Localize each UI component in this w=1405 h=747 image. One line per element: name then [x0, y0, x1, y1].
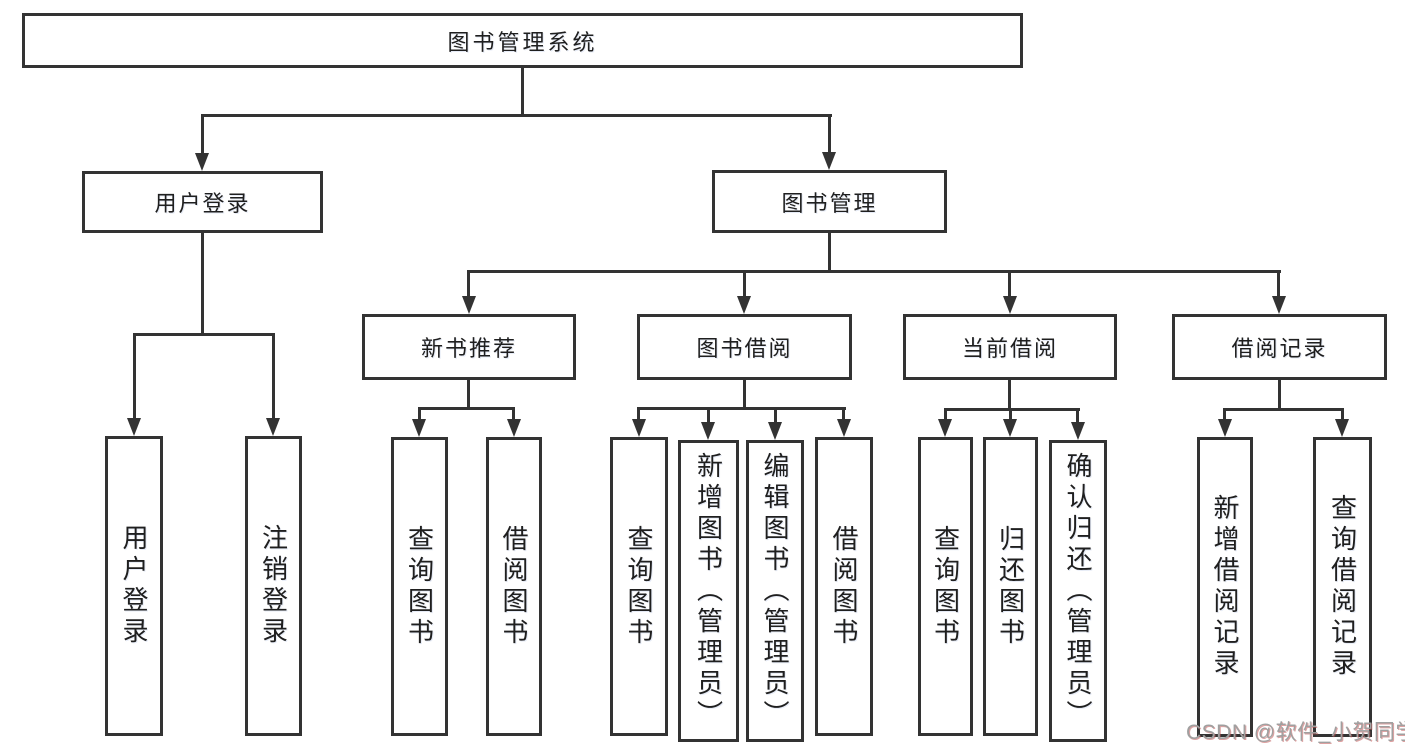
leaf-edit-books-admin: 编辑图书（管理员）	[746, 440, 804, 742]
edge-drop-leaf	[512, 407, 515, 420]
edge-drop-leaf-logout	[272, 333, 275, 419]
leaf-label: 编辑图书（管理员）	[760, 451, 790, 731]
leaf-label: 借阅图书	[829, 524, 859, 649]
edge-drop-leaf	[944, 408, 947, 420]
arrow-down-icon	[1003, 296, 1017, 314]
leaf-label: 查询图书	[930, 524, 961, 649]
node-book-management: 图书管理	[712, 170, 947, 233]
leaf-label: 新增图书（管理员）	[693, 451, 724, 731]
arrow-down-icon	[1071, 422, 1085, 440]
leaf-confirm-return-admin: 确认归还（管理员）	[1049, 440, 1107, 742]
node-new-book-recommend: 新书推荐	[362, 314, 576, 380]
csdn-watermark: CSDN @软件_小贺同学	[1186, 721, 1405, 744]
arrow-down-icon	[507, 419, 521, 437]
leaf-label: 借阅图书	[499, 524, 529, 649]
node-borrowing-records: 借阅记录	[1172, 314, 1387, 380]
arrow-down-icon	[938, 419, 952, 437]
edge-current-borrowing-stub	[1008, 380, 1011, 409]
leaf-query-books: 查询图书	[918, 437, 973, 736]
edge-root-branch	[201, 114, 832, 117]
edge-borrowing-records-branch	[1223, 408, 1344, 411]
leaf-label: 查询图书	[624, 524, 654, 649]
edge-drop-leaf-user-login	[133, 333, 136, 419]
leaf-add-books-admin: 新增图书（管理员）	[678, 440, 739, 742]
arrow-down-icon	[737, 296, 751, 314]
edge-book-borrowing-branch	[637, 407, 846, 410]
arrow-down-icon	[701, 422, 715, 440]
edge-drop-book-borrowing	[743, 270, 746, 297]
node-library-system: 图书管理系统	[22, 13, 1023, 68]
arrow-down-icon	[1272, 296, 1286, 314]
edge-drop-new-book-recommend	[467, 270, 470, 297]
edge-drop-leaf	[1076, 408, 1079, 423]
arrow-down-icon	[195, 153, 209, 171]
edge-book-management-stub	[828, 233, 831, 272]
node-book-borrowing: 图书借阅	[637, 314, 852, 380]
arrow-down-icon	[768, 422, 782, 440]
leaf-label: 查询图书	[404, 524, 435, 649]
leaf-label: 确认归还（管理员）	[1063, 451, 1093, 731]
leaf-user-login: 用户登录	[105, 436, 163, 736]
leaf-label: 归还图书	[995, 524, 1026, 649]
leaf-query-books: 查询图书	[610, 437, 668, 736]
arrow-down-icon	[837, 419, 851, 437]
leaf-query-books: 查询图书	[391, 437, 448, 736]
edge-drop-leaf	[1341, 408, 1344, 420]
edge-drop-current-borrowing	[1008, 270, 1011, 297]
leaf-label: 注销登录	[258, 524, 289, 648]
edge-drop-leaf	[418, 407, 421, 420]
edge-drop-leaf	[842, 407, 845, 420]
arrow-down-icon	[1003, 419, 1017, 437]
edge-drop-user-login	[201, 114, 204, 154]
leaf-borrow-books: 借阅图书	[815, 437, 873, 736]
edge-drop-borrowing-records	[1277, 270, 1280, 297]
edge-new-book-recommend-branch	[418, 407, 515, 410]
edge-drop-leaf	[637, 407, 640, 420]
leaf-label: 查询借阅记录	[1327, 494, 1358, 680]
edge-user-login-branch	[133, 333, 274, 336]
leaf-return-books: 归还图书	[983, 437, 1038, 736]
edge-current-borrowing-branch	[944, 408, 1080, 411]
leaf-logout: 注销登录	[245, 436, 302, 736]
leaf-label: 新增借阅记录	[1210, 494, 1240, 680]
edge-new-book-recommend-stub	[467, 380, 470, 408]
arrow-down-icon	[462, 296, 476, 314]
node-user-login: 用户登录	[82, 171, 323, 233]
arrow-down-icon	[1335, 419, 1349, 437]
leaf-query-borrow-record: 查询借阅记录	[1313, 437, 1372, 737]
edge-book-management-branch	[467, 270, 1281, 273]
arrow-down-icon	[412, 419, 426, 437]
leaf-add-borrow-record: 新增借阅记录	[1197, 437, 1253, 737]
arrow-down-icon	[266, 418, 280, 436]
edge-drop-leaf	[1009, 408, 1012, 420]
arrow-down-icon	[632, 419, 646, 437]
edge-drop-leaf	[707, 407, 710, 423]
leaf-borrow-books: 借阅图书	[486, 437, 542, 736]
edge-user-login-stub	[201, 233, 204, 334]
arrow-down-icon	[1218, 419, 1232, 437]
edge-borrowing-records-stub	[1278, 380, 1281, 409]
node-current-borrowing: 当前借阅	[903, 314, 1117, 380]
arrow-down-icon	[822, 152, 836, 170]
edge-drop-leaf	[774, 407, 777, 423]
edge-book-borrowing-stub	[743, 380, 746, 408]
arrow-down-icon	[127, 418, 141, 436]
leaf-label: 用户登录	[119, 524, 149, 648]
edge-drop-book-management	[828, 114, 831, 153]
edge-drop-leaf	[1223, 408, 1226, 420]
edge-root-stub	[521, 68, 524, 116]
